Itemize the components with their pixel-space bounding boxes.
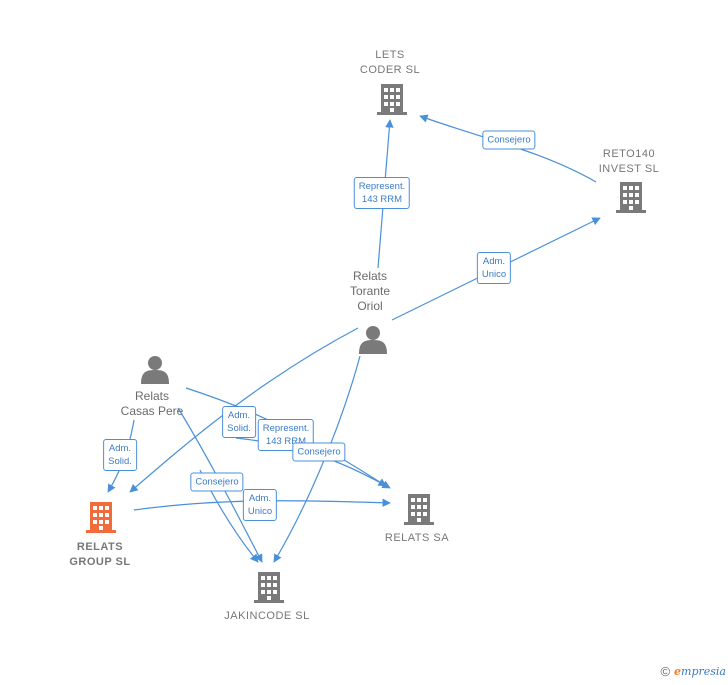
node-relats-casas-pere[interactable]: Relats Casas Pere [120, 389, 184, 418]
person-icon[interactable] [141, 356, 169, 384]
person-icon[interactable] [359, 326, 387, 354]
node-lets-coder[interactable]: LETS CODER SL [359, 49, 421, 76]
edge-torante-jakin [273, 355, 361, 563]
empresia-logo[interactable]: empresia [674, 665, 726, 678]
building-icon[interactable] [616, 182, 646, 213]
building-icon[interactable] [377, 84, 407, 115]
edge-label-adm-solid: Adm. Solid. [222, 406, 256, 438]
edge-label-represent: Represent. 143 RRM [353, 177, 411, 209]
edge-label-consejero: Consejero [482, 130, 536, 150]
building-icon[interactable] [86, 502, 116, 533]
edge-label-consejero: Consejero [292, 442, 346, 462]
footer-credit: © empresia [660, 664, 726, 679]
edge-label-adm-unico: Adm. Unico [476, 252, 512, 284]
edge-label-adm-unico: Adm. Unico [242, 489, 278, 521]
node-reto140-invest[interactable]: RETO140 INVEST SL [598, 148, 660, 175]
node-relats-sa[interactable]: RELATS SA [384, 532, 450, 544]
node-relats-group[interactable]: RELATS GROUP SL [69, 541, 131, 568]
building-icon[interactable] [404, 494, 434, 525]
node-relats-torante-oriol[interactable]: Relats Torante Oriol [349, 269, 391, 313]
edge-label-consejero: Consejero [190, 472, 244, 492]
edge-label-adm-solid: Adm. Solid. [103, 439, 137, 471]
copyright-icon: © [660, 664, 671, 679]
building-icon[interactable] [254, 572, 284, 603]
node-jakincode[interactable]: JAKINCODE SL [224, 610, 310, 622]
